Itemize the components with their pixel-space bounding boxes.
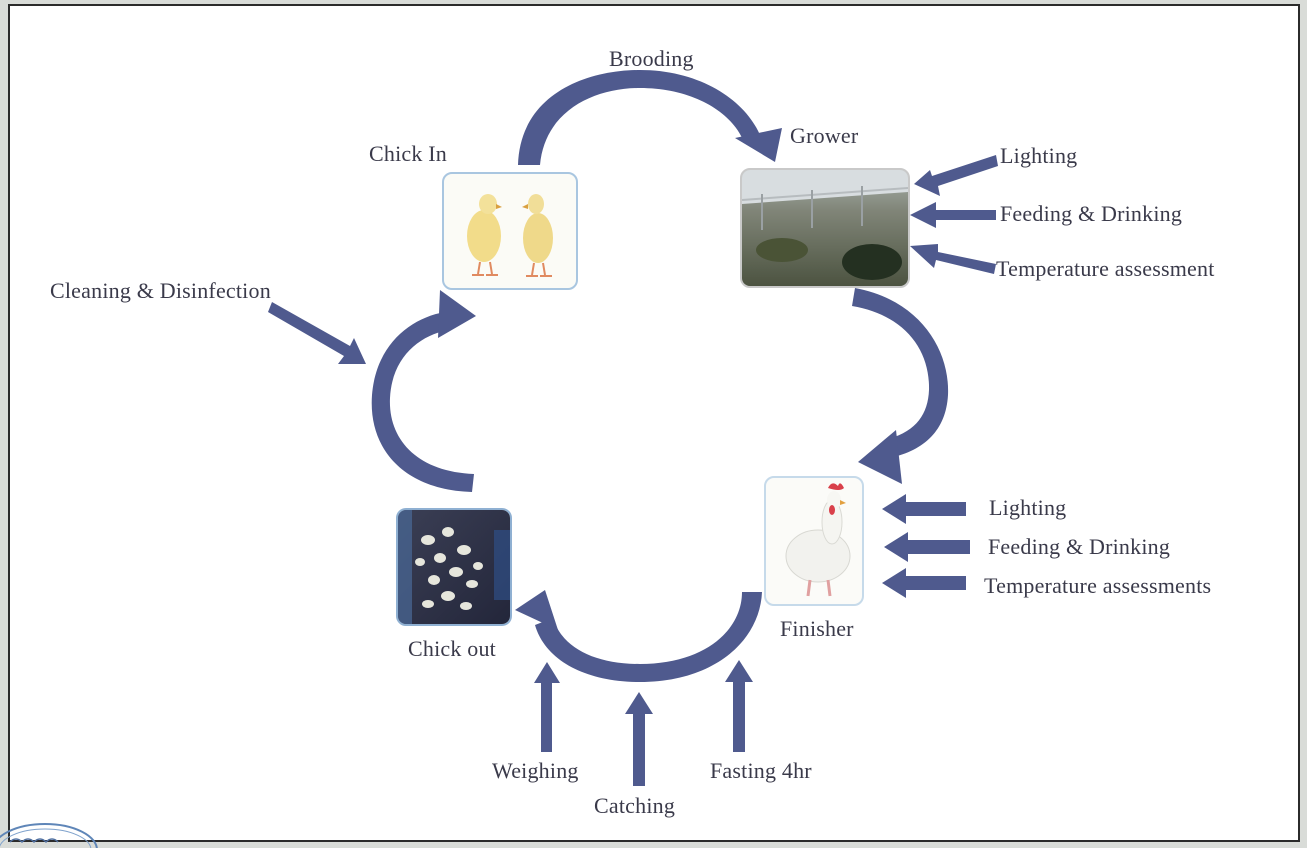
chick-right-icon — [522, 194, 553, 277]
diagram-panel — [8, 4, 1300, 842]
grower-photo — [740, 168, 910, 288]
finisher-input-lighting: Lighting — [989, 495, 1067, 520]
stage-label-chick-in: Chick In — [369, 141, 447, 166]
brooding-arrow — [518, 70, 782, 165]
finisher-input-feeding-drinking: Feeding & Drinking — [988, 534, 1171, 559]
stage-label-brooding: Brooding — [609, 46, 694, 71]
chick-in-photo — [442, 172, 578, 290]
stamp-logo — [0, 823, 98, 848]
chickout-to-chickin-arrow — [371, 290, 476, 492]
bottom-input-arrows — [534, 660, 753, 786]
finisher-input-arrows — [882, 494, 970, 598]
finisher-to-chickout-arrow — [515, 590, 762, 682]
chick-left-icon — [467, 194, 502, 276]
cleaning-disinfection-label: Cleaning & Disinfection — [50, 278, 271, 303]
broiler-chicken-icon — [785, 483, 851, 597]
bottom-label-catching: Catching — [594, 793, 676, 818]
grower-input-arrows — [910, 155, 998, 274]
chick-out-photo — [396, 508, 512, 626]
stage-label-finisher: Finisher — [780, 616, 854, 641]
grower-to-finisher-arrow — [852, 288, 949, 484]
finisher-photo — [764, 476, 864, 606]
crowded-chickens-icon — [415, 527, 483, 610]
bottom-label-fasting: Fasting 4hr — [710, 758, 812, 783]
finisher-input-temperature: Temperature assessments — [984, 573, 1212, 598]
grower-input-temperature: Temperature assessment — [996, 256, 1215, 281]
cleaning-arrow — [268, 302, 366, 364]
stage-label-chick-out: Chick out — [408, 636, 496, 661]
bottom-label-weighing: Weighing — [492, 758, 579, 783]
stage-label-grower: Grower — [790, 123, 859, 148]
grower-input-feeding-drinking: Feeding & Drinking — [1000, 201, 1183, 226]
grower-input-lighting: Lighting — [1000, 143, 1078, 168]
